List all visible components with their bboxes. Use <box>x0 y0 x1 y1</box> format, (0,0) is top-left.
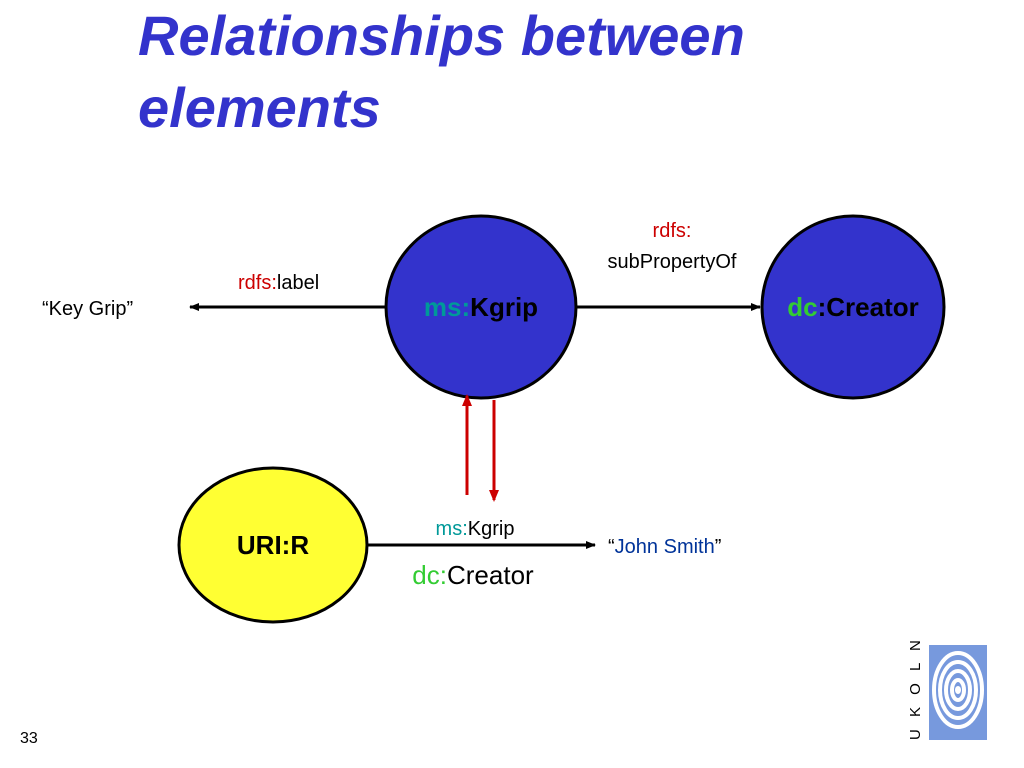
ukoln-logo-core-icon <box>955 686 961 694</box>
kgrip-edge-name: Kgrip <box>468 518 515 540</box>
creator-node-prefix: dc <box>787 292 817 322</box>
john-smith-close-quote: ” <box>715 536 722 558</box>
label-edge-prefix: rdfs: <box>238 272 277 294</box>
kgrip-edge-label: ms:Kgrip <box>436 518 515 540</box>
kgrip-edge-prefix: ms: <box>436 518 468 540</box>
john-smith-open-quote: “ <box>608 536 615 558</box>
kgrip-node <box>384 214 578 400</box>
creator-node-name: :Creator <box>818 292 919 322</box>
kgrip-node-name: Kgrip <box>470 292 538 322</box>
label-edge-label: rdfs:label <box>238 272 319 294</box>
subproperty-label-line1: rdfs: <box>653 220 692 242</box>
uri-node-label: URI:R <box>237 530 309 560</box>
ukoln-logo-rings-icon <box>932 651 984 729</box>
creator-edge-prefix: dc: <box>412 560 447 590</box>
ukoln-logo-text: U K O L N <box>907 636 924 740</box>
page-number: 33 <box>20 730 38 747</box>
label-edge-name: label <box>277 272 319 294</box>
creator-edge-name: Creator <box>447 560 534 590</box>
kgrip-node-label: ms:Kgrip <box>424 292 538 322</box>
creator-node-label: dc:Creator <box>787 292 918 322</box>
creator-edge-label: dc:Creator <box>412 560 534 590</box>
john-smith-literal: “John Smith” <box>608 536 721 558</box>
ukoln-logo: U K O L N <box>907 636 987 740</box>
slide-title: Relationships between elements <box>138 0 998 144</box>
key-grip-literal: “Key Grip” <box>42 298 133 320</box>
subproperty-label-line2: subPropertyOf <box>608 251 737 273</box>
john-smith-name: John Smith <box>615 536 715 558</box>
title-line-2: elements <box>138 76 381 139</box>
kgrip-node-prefix: ms: <box>424 292 470 322</box>
creator-node <box>760 214 946 400</box>
title-line-1: Relationships between <box>138 4 745 67</box>
